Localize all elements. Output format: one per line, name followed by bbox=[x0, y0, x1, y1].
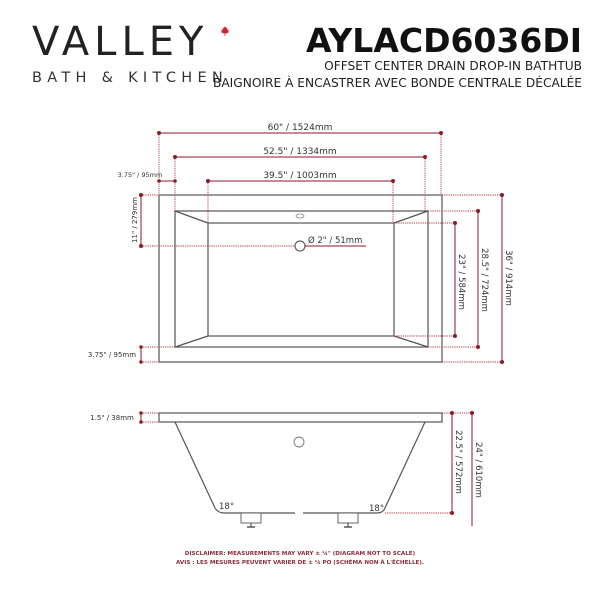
brand-tagline: BATH & KITCHEN bbox=[32, 70, 229, 86]
maple-leaf-icon bbox=[220, 26, 230, 36]
side-view: 18° 18° 1.5" / 38mm 22.5" / 572mm 24" / … bbox=[90, 411, 483, 528]
side-body-right bbox=[303, 421, 426, 514]
dim-rim-width-top: 3.75" / 95mm bbox=[118, 171, 163, 179]
drain-icon bbox=[294, 240, 306, 252]
product-subtitle-en: OFFSET CENTER DRAIN DROP-IN BATHTUB bbox=[324, 59, 582, 73]
top-view: 60" / 1524mm 52.5" / 1334mm 39.5" / 1003… bbox=[88, 123, 513, 364]
dim-rim-inner-width: 28.5" / 724mm bbox=[479, 248, 489, 312]
dim-overall-length: 60" / 1524mm bbox=[268, 123, 333, 133]
brand-logo: VALLEY BATH & KITCHEN bbox=[32, 19, 230, 86]
side-body-left bbox=[174, 421, 295, 514]
side-rim bbox=[158, 412, 443, 423]
dim-rim-inner-length: 52.5" / 1334mm bbox=[263, 147, 336, 157]
brand-name: VALLEY bbox=[32, 19, 209, 65]
dim-drain-size: Ø 2" / 51mm bbox=[308, 235, 362, 246]
foot-right bbox=[337, 512, 359, 528]
wall-angle-right: 18° bbox=[369, 504, 384, 514]
dim-inner-depth: 22.5" / 572mm bbox=[453, 430, 463, 494]
dim-overall-width: 36" / 914mm bbox=[503, 250, 513, 306]
dim-bottom-length: 39.5" / 1003mm bbox=[263, 171, 336, 181]
product-subtitle-fr: BAIGNOIRE À ENCASTRER AVEC BONDE CENTRAL… bbox=[212, 76, 582, 90]
model-number: AYLACD6036DI bbox=[306, 21, 582, 60]
side-overflow-icon bbox=[293, 436, 305, 448]
tub-outer-rim bbox=[158, 194, 443, 363]
disclaimer-en: DISCLAIMER: MEASUREMENTS MAY VARY ± ¼" (… bbox=[184, 551, 416, 557]
dim-drain-offset: 11" / 279mm bbox=[131, 197, 139, 243]
dim-bottom-width: 23" / 584mm bbox=[456, 254, 466, 310]
tub-rim-opening bbox=[174, 210, 429, 348]
disclaimer-fr: AVIS : LES MESURES PEUVENT VARIER DE ± ¼… bbox=[175, 560, 425, 566]
wall-angle-left: 18° bbox=[219, 502, 234, 512]
tub-basin-floor bbox=[207, 222, 395, 337]
overflow-icon bbox=[295, 213, 305, 219]
dim-rim-thickness: 1.5" / 38mm bbox=[90, 414, 134, 422]
dim-rim-width-bottom: 3.75" / 95mm bbox=[88, 351, 136, 359]
dim-overall-height: 24" / 610mm bbox=[473, 442, 483, 498]
foot-left bbox=[240, 512, 262, 528]
product-header: AYLACD6036DI OFFSET CENTER DRAIN DROP-IN… bbox=[213, 24, 582, 92]
